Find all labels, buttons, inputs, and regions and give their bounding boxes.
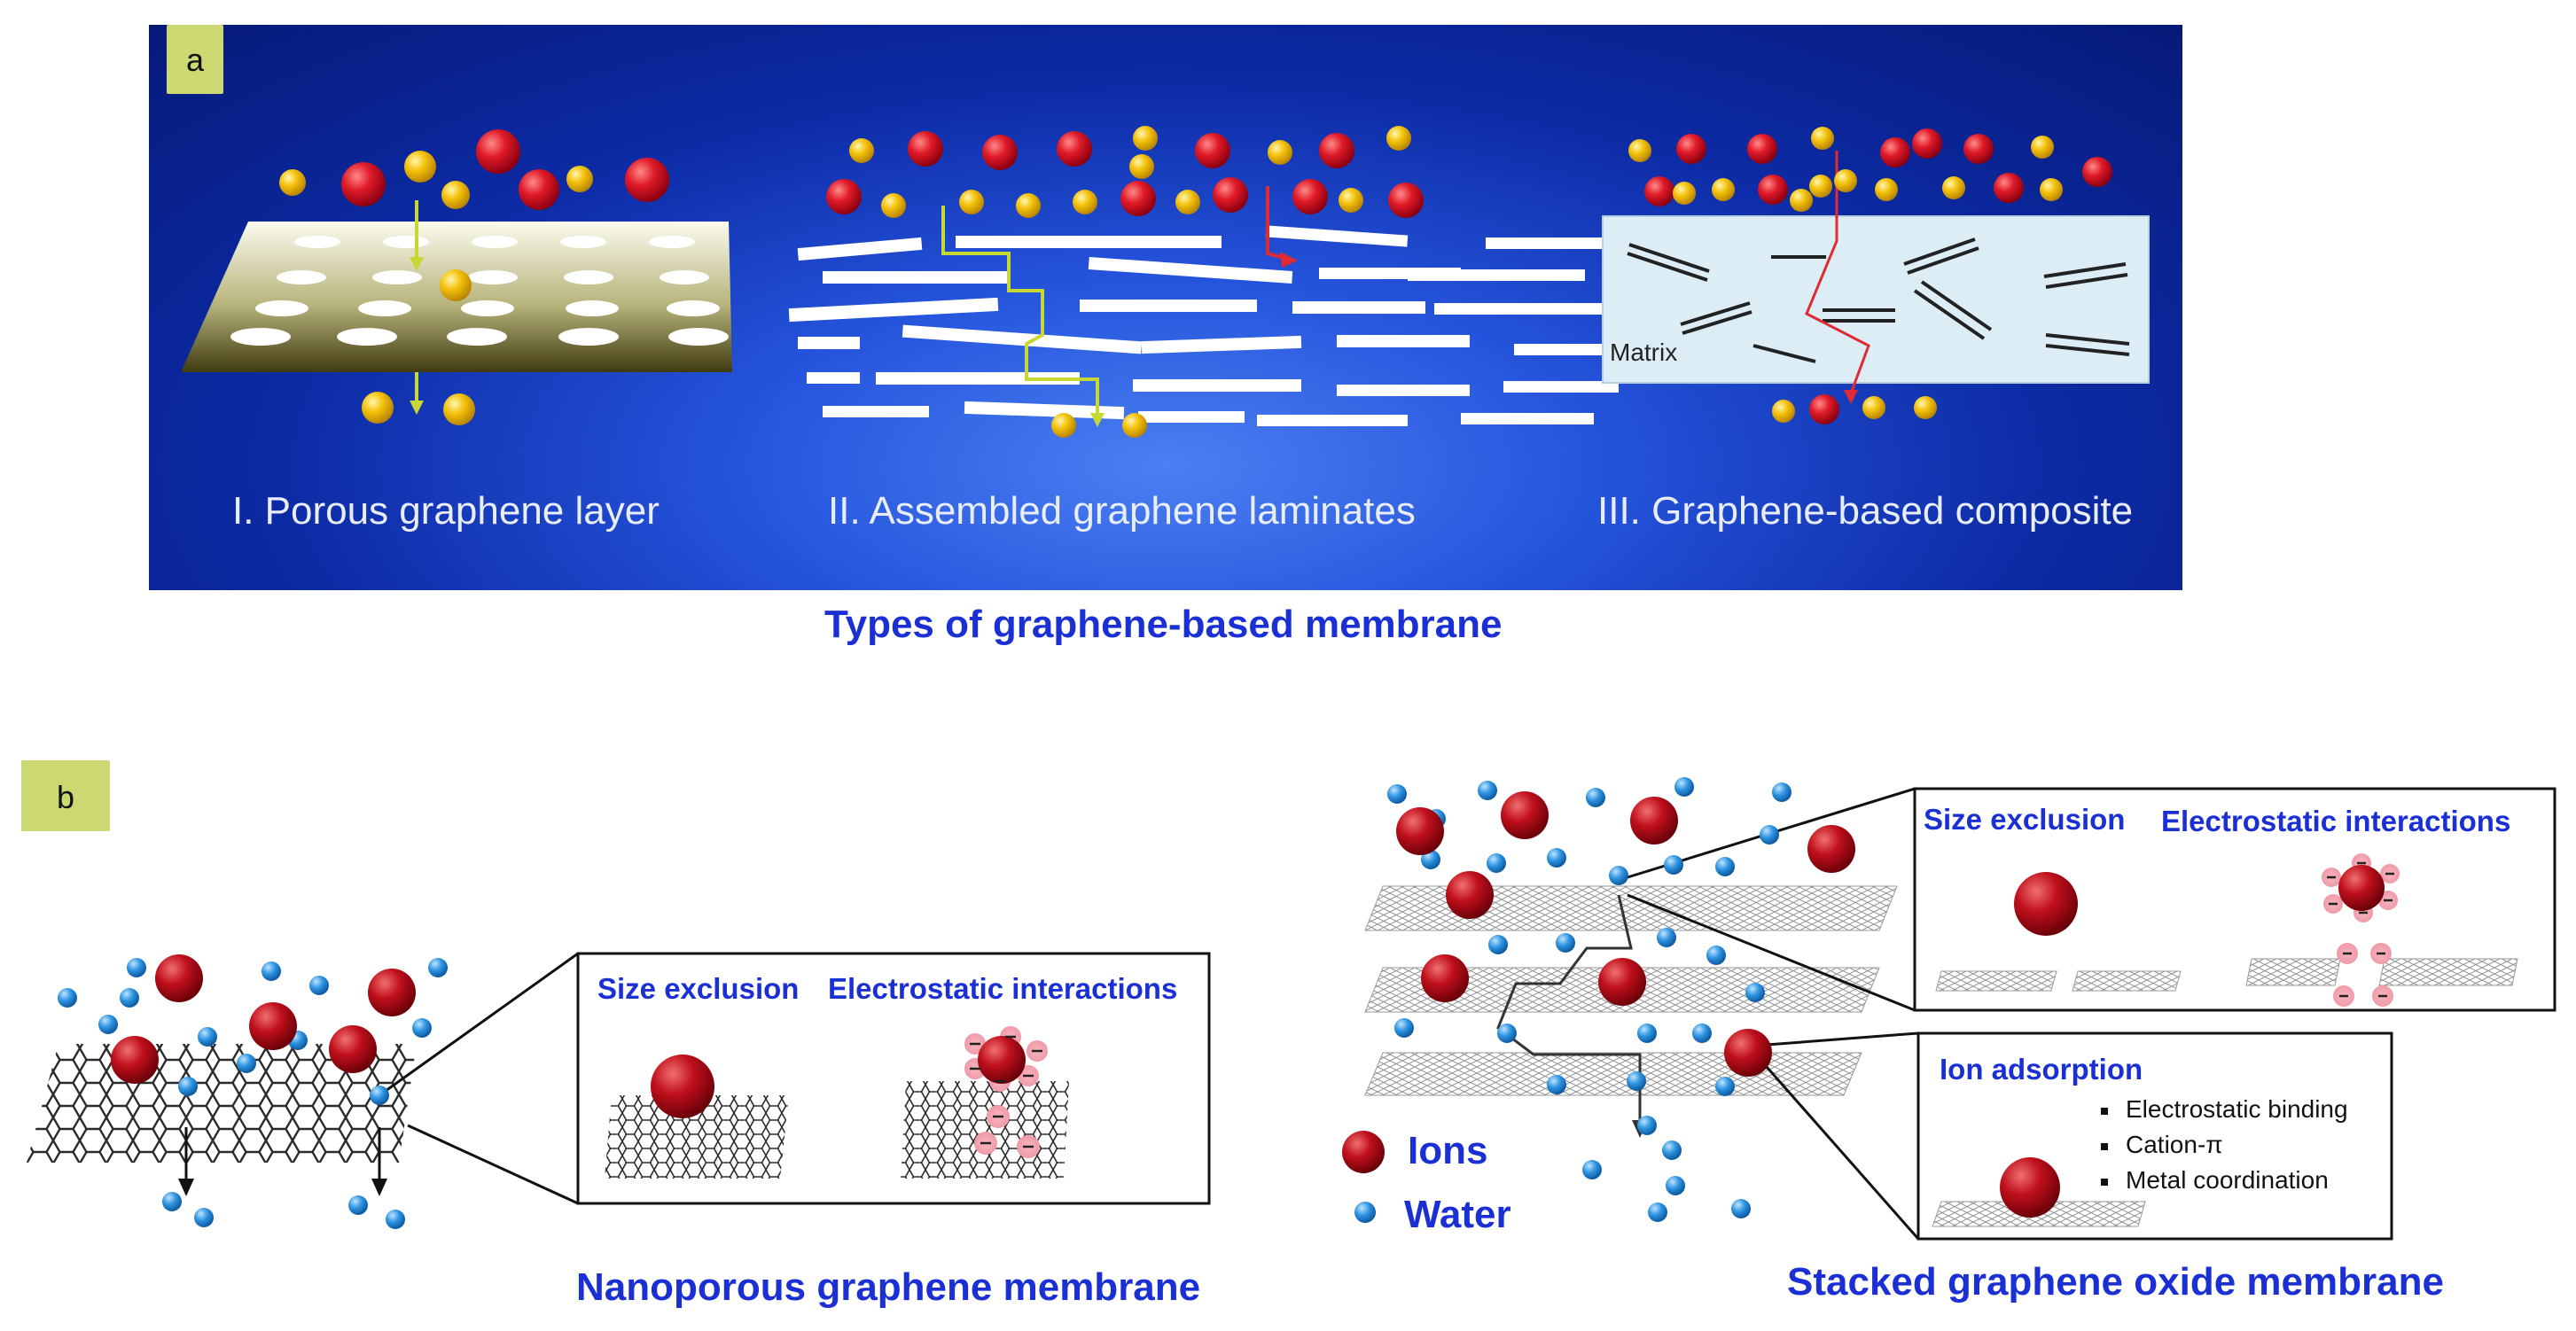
panel-a: a Matrix I. Porous graphene layer II. As…: [149, 25, 2182, 590]
legend-ions-label: Ions: [1408, 1129, 1488, 1172]
surface-charge-cluster: [964, 1026, 1048, 1158]
stacked-size-exclusion: Size exclusion: [1924, 803, 2126, 836]
stage-3-ions: [1628, 127, 2112, 424]
matrix-label: Matrix: [1610, 339, 1678, 366]
mechanism-electrostatic-binding: Electrostatic binding: [2126, 1095, 2348, 1123]
mechanism-metal-coordination: Metal coordination: [2126, 1166, 2329, 1194]
legend-water-label: Water: [1404, 1193, 1511, 1236]
nanoporous-caption: Nanoporous graphene membrane: [576, 1265, 1201, 1309]
panel-b-tag: b: [21, 760, 110, 831]
nanoporous-particles: [58, 954, 448, 1229]
nanoporous-size-exclusion: Size exclusion: [597, 972, 800, 1005]
stacked-zoom-box-upper: [1913, 787, 2556, 1012]
graphene-laminates: [788, 186, 1636, 427]
stacked-zoom-box-lower: [1916, 1031, 2393, 1241]
stage-1-ions: [279, 129, 669, 425]
stage-2-ions: [826, 126, 1424, 438]
panel-a-caption: Types of graphene-based membrane: [824, 603, 1503, 646]
panel-a-graphics: [181, 126, 2150, 438]
legend-markers: [1342, 1131, 1385, 1223]
composite-matrix: [1602, 151, 2150, 404]
nanoporous-zoom-box: [576, 952, 1211, 1205]
legend-water-marker: [1354, 1202, 1376, 1223]
stage-label-composite: III. Graphene-based composite: [1597, 489, 2134, 533]
legend-ion-marker: [1342, 1131, 1385, 1173]
stacked-particles: [1387, 777, 1855, 1222]
mechanism-cation-pi: Cation-π: [2126, 1131, 2223, 1158]
nanoporous-electrostatic: Electrostatic interactions: [828, 972, 1178, 1005]
stage-label-porous: I. Porous graphene layer: [232, 489, 660, 533]
nanoporous-graphene-sheet: [27, 952, 579, 1205]
stacked-charge-cluster: [2322, 853, 2400, 1007]
stacked-caption: Stacked graphene oxide membrane: [1787, 1260, 2444, 1304]
panel-a-tag: a: [167, 25, 223, 94]
ion-adsorption-title: Ion adsorption: [1940, 1053, 2143, 1086]
stacked-electrostatic: Electrostatic interactions: [2161, 805, 2511, 837]
stage-label-laminates: II. Assembled graphene laminates: [828, 489, 1416, 533]
